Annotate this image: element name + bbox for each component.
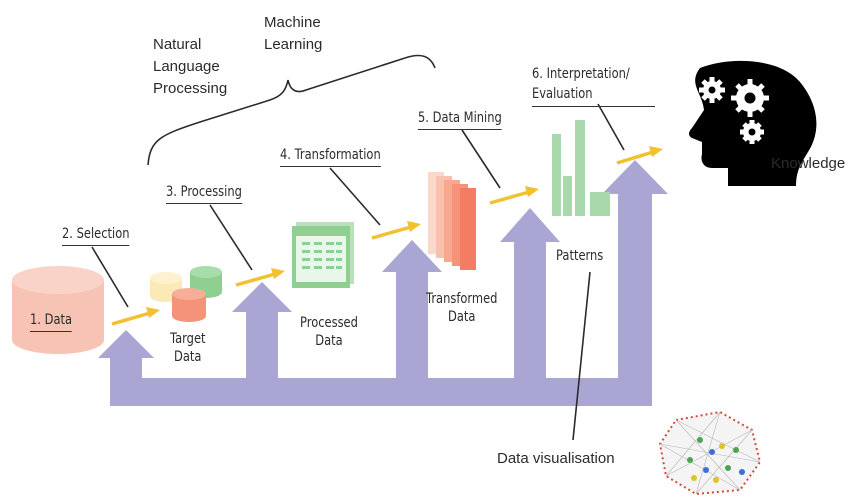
gear-icon	[699, 77, 769, 144]
data-visualisation-label: Data visualisation	[497, 450, 615, 467]
step-arrow-1	[111, 307, 160, 326]
bar-pattern-icon	[552, 120, 610, 216]
step-processing-label: 3. Processing	[166, 184, 242, 204]
feedback-bar-right	[546, 378, 652, 406]
leader-processing	[209, 204, 253, 271]
feedback-arrowhead-5	[602, 160, 668, 194]
feedback-arrows	[98, 160, 668, 406]
step-selection-label: 2. Selection	[62, 226, 130, 246]
step-data-mining-label: 5. Data Mining	[418, 110, 502, 130]
transformed-data-label: Transformed Data	[426, 291, 498, 325]
patterns-label: Patterns	[556, 248, 604, 264]
feedback-arrowhead-2	[232, 282, 292, 312]
feedback-stem-5	[618, 190, 652, 406]
feedback-stem-3	[396, 270, 428, 390]
nlp-label: Natural Language Processing	[153, 36, 228, 97]
step-interpretation-label: 6. Interpretation/ Evaluation	[532, 64, 655, 107]
head-gears-icon	[689, 60, 817, 186]
feedback-stem-2	[246, 310, 278, 390]
database-icon	[12, 266, 104, 354]
feedback-stem-1	[110, 355, 142, 406]
step-arrow-4	[489, 186, 539, 205]
feedback-arrowhead-4	[500, 208, 560, 242]
step-arrows	[111, 146, 663, 326]
leader-selection	[91, 246, 129, 308]
network-graph-icon	[658, 410, 762, 496]
feedback-arrowhead-1	[98, 330, 154, 358]
leader-data-visualisation	[572, 271, 591, 441]
leader-lines	[91, 103, 625, 441]
step-arrow-2	[235, 268, 285, 287]
feedback-stem-4	[514, 240, 546, 390]
top-brace	[147, 54, 436, 166]
machine-learning-label: Machine Learning	[264, 14, 323, 53]
processed-data-label: Processed Data	[300, 315, 358, 349]
knowledge-label: Knowledge	[771, 155, 846, 172]
leader-transformation	[329, 167, 381, 226]
step-arrow-5	[616, 146, 663, 165]
cylinders-icon	[150, 266, 222, 322]
spreadsheet-icon	[292, 222, 354, 288]
target-data-label: Target Data	[170, 331, 206, 365]
feedback-arrowhead-3	[382, 240, 442, 272]
stacked-pages-icon	[428, 172, 476, 270]
step-arrow-3	[371, 221, 421, 240]
feedback-bar	[110, 378, 570, 406]
leader-data-mining	[461, 129, 501, 189]
step-data-label: 1. Data	[30, 312, 73, 332]
leader-interpretation	[597, 103, 625, 151]
step-transformation-label: 4. Transformation	[280, 147, 381, 167]
